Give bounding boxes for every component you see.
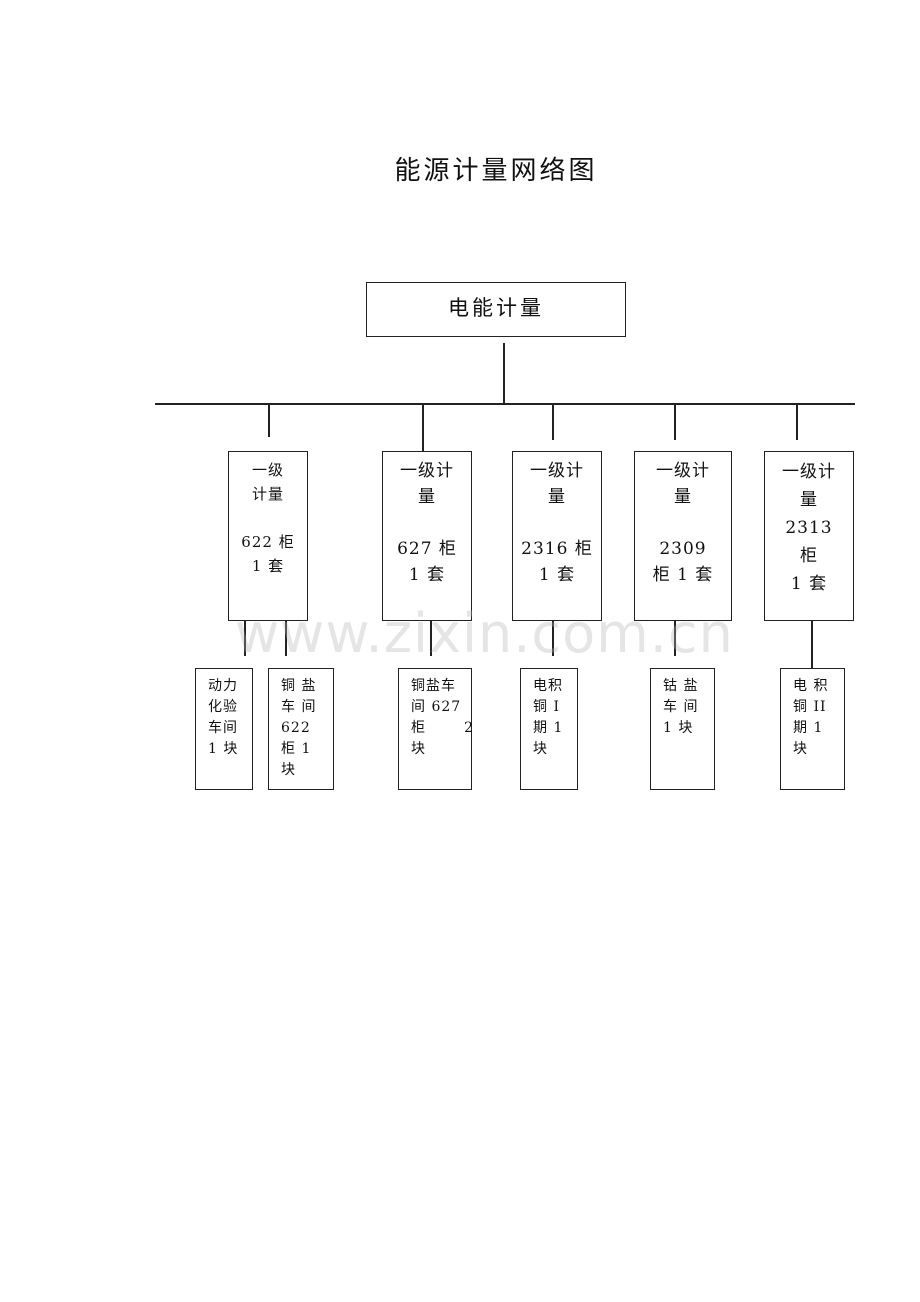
drop-line-4 (674, 403, 676, 440)
level1-node-2313: 一级计 量 2313 柜 1 套 (764, 451, 854, 621)
level1-node-label: 一级 计量 622 柜 1 套 (241, 461, 295, 575)
child-line-2 (430, 620, 432, 656)
level1-node-label: 一级计 量 2313 柜 1 套 (782, 462, 836, 594)
root-node: 电能计量 (366, 282, 626, 337)
drop-line-1 (268, 403, 270, 437)
level2-node-power-lab: 动力 化验 车间 1 块 (195, 668, 253, 790)
level2-node-electrowinning-2: 电 积 铜 II 期 1 块 (780, 668, 845, 790)
drop-line-5 (796, 403, 798, 440)
level2-node-label: 电 积 铜 II 期 1 块 (793, 678, 829, 757)
level2-node-label: 铜 盐 车 间 622 柜 1 块 (281, 678, 317, 778)
child-line-4 (674, 620, 676, 656)
level2-node-electrowinning-1: 电积 铜 I 期 1 块 (520, 668, 578, 790)
drop-line-2 (422, 403, 424, 451)
root-node-label: 电能计量 (448, 296, 544, 320)
root-stem-line (503, 343, 505, 404)
level1-node-2309: 一级计 量 2309 柜 1 套 (634, 451, 732, 621)
child-line-1a (244, 620, 246, 656)
level2-node-copper-salt-622: 铜 盐 车 间 622 柜 1 块 (268, 668, 334, 790)
level2-node-label: 钴 盐 车 间 1 块 (663, 678, 699, 736)
level1-node-627: 一级计 量 627 柜 1 套 (382, 451, 472, 621)
level1-node-label: 一级计 量 2316 柜 1 套 (521, 461, 593, 585)
child-line-5 (811, 620, 813, 668)
level1-node-label: 一级计 量 2309 柜 1 套 (652, 461, 714, 585)
level1-node-622: 一级 计量 622 柜 1 套 (228, 451, 308, 621)
level2-node-label: 铜盐车 间 627 柜 2 块 (411, 678, 475, 757)
page-title: 能源计量网络图 (394, 156, 598, 186)
level2-node-copper-salt-627: 铜盐车 间 627 柜 2 块 (398, 668, 475, 790)
level1-node-label: 一级计 量 627 柜 1 套 (397, 461, 457, 585)
child-line-3 (552, 620, 554, 656)
bus-line (155, 403, 855, 405)
level2-node-label: 电积 铜 I 期 1 块 (533, 678, 564, 757)
level2-node-label: 动力 化验 车间 1 块 (208, 678, 239, 757)
child-line-1b (285, 620, 287, 656)
level1-node-2316: 一级计 量 2316 柜 1 套 (512, 451, 602, 621)
drop-line-3 (552, 403, 554, 440)
level2-node-cobalt-salt: 钴 盐 车 间 1 块 (650, 668, 715, 790)
